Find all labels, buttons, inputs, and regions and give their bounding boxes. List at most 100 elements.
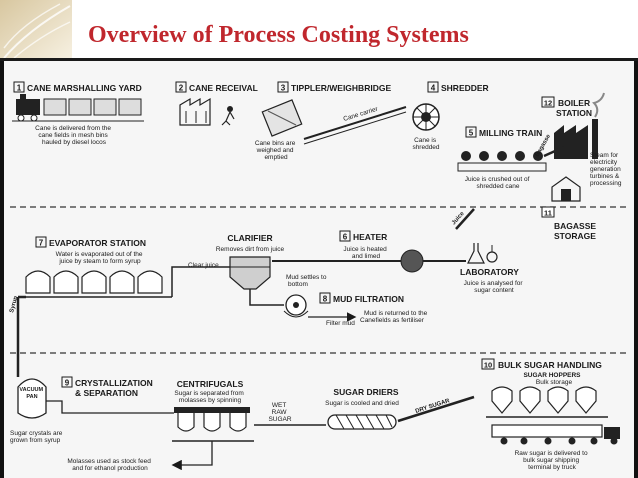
- step-6-number: 6: [343, 233, 348, 242]
- svg-text:Cane is shredded: Cane is shredded: [412, 137, 439, 151]
- step-9-label-2: & SEPARATION: [75, 388, 138, 398]
- dry-sugar-conveyor: [397, 395, 475, 423]
- step-1-label: CANE MARSHALLING YARD: [27, 83, 142, 93]
- step-3-desc-line-2: weighed and: [256, 147, 294, 154]
- step-1-desc-line-1: Cane is delivered from the: [35, 125, 111, 132]
- header-rule: [0, 58, 638, 61]
- step-8-number: 8: [323, 295, 328, 304]
- truck-icon: [491, 424, 620, 445]
- svg-text:Juice is crushed out of: Juice is crushed out of shredded cane: [465, 176, 532, 190]
- step-11-number: 11: [544, 209, 552, 218]
- step-10-sub: SUGAR HOPPERS: [523, 372, 581, 379]
- step-2-cane-receival: 2 CANE RECEIVAL: [175, 81, 258, 126]
- drier-drum-icon: [327, 414, 397, 430]
- flask-icon: [467, 243, 498, 264]
- svg-text:Cane bins are weighed an: Cane bins are weighed and emptied: [255, 140, 297, 161]
- cane-carrier-belt: [303, 106, 407, 140]
- tippler-icon: [261, 99, 303, 137]
- step-3-tippler-weighbridge: 3 TIPPLER/WEIGHBRIDGE Cane bins are weig…: [255, 81, 391, 161]
- step-1-desc-line-3: hauled by diesel locos: [42, 139, 107, 146]
- step-8-mud-filtration: 8 MUD FILTRATION Filter mud Mud is retur…: [283, 292, 428, 327]
- molasses-label: Molasses used as stock feed and for etha…: [67, 458, 152, 472]
- step-1-number: 1: [17, 84, 22, 93]
- step-6-desc-line-2: and limed: [352, 253, 381, 260]
- svg-text:VACUUM PAN: VACUUM PAN: [19, 387, 44, 400]
- worker-icon: [221, 106, 235, 126]
- step-12-desc-line-3: generation: [590, 166, 621, 173]
- step-4-number: 4: [431, 84, 436, 93]
- step-7-desc-line-2: juice by steam to form syrup: [58, 258, 141, 265]
- svg-text:Sugar is separated from: Sugar is separated from molasses by spin…: [174, 390, 245, 404]
- svg-text:Raw sugar is delivered to: Raw sugar is delivered to bulk sugar shi…: [515, 450, 590, 471]
- step-5-label: MILLING TRAIN: [479, 128, 542, 138]
- step-8-desc-line-2: Canefields as fertiliser: [360, 317, 425, 324]
- sugar-driers-label: SUGAR DRIERS: [333, 387, 399, 397]
- step-7-evaporator-station: 7 EVAPORATOR STATION Water is evaporated…: [22, 236, 172, 298]
- step-4-label: SHREDDER: [441, 83, 489, 93]
- juice-pipe: [455, 208, 475, 230]
- clarifier-tank-icon: [229, 256, 271, 290]
- slide-header: Overview of Process Costing Systems: [0, 0, 638, 60]
- step-11-label-2: STORAGE: [554, 231, 596, 241]
- sugar-crystals-line-1: Sugar crystals are: [10, 430, 63, 437]
- molasses-flow: [171, 441, 213, 471]
- vacuum-pan: VACUUM PAN Sugar crystals are grown from…: [10, 378, 63, 444]
- laboratory-label: LABORATORY: [460, 267, 519, 277]
- vacuum-pan-label-line-1: VACUUM: [19, 387, 43, 393]
- svg-text:Cane is delivered from the: Cane is delivered from the cane fields i…: [35, 125, 113, 146]
- step-5-milling-train: 5 MILLING TRAIN Juice is crushed out of …: [457, 126, 547, 190]
- step-10-desc: Bulk storage: [536, 379, 573, 386]
- step-10-label: BULK SUGAR HANDLING: [498, 360, 602, 370]
- step-9-number: 9: [65, 379, 70, 388]
- laboratory-desc-line-1: Juice is analysed for: [464, 280, 524, 287]
- locomotive-icon: [16, 94, 40, 122]
- filter-drum-icon: [283, 294, 309, 318]
- frame-right: [634, 61, 638, 478]
- vacuum-pan-label-line-2: PAN: [26, 394, 37, 400]
- mud-settles-line-1: Mud settles to: [286, 274, 327, 281]
- centrifugals-desc-line-1: Sugar is separated from: [174, 390, 243, 397]
- step-7-desc-line-1: Water is evaporated out of the: [56, 251, 143, 258]
- svg-text:Water is evaporated out of the: Water is evaporated out of the juice by …: [56, 251, 145, 265]
- centrifuge-baskets-icon: [172, 407, 254, 442]
- shredder-icon: [412, 103, 440, 131]
- laboratory: LABORATORY Juice is analysed for sugar c…: [460, 243, 524, 294]
- boiler-icon: [554, 92, 605, 159]
- clear-juice-label: Clear juice: [188, 262, 219, 269]
- sugar-driers: SUGAR DRIERS Sugar is cooled and dried: [325, 387, 399, 430]
- clarifier-desc: Removes dirt from juice: [216, 246, 285, 253]
- mud-settles-line-2: bottom: [288, 281, 308, 288]
- evaporator-vessels-icon: [22, 270, 172, 298]
- step-5-desc-line-2: shredded cane: [476, 183, 519, 190]
- step-10-bulk-sugar-handling: 10 BULK SUGAR HANDLING SUGAR HOPPERS Bul…: [481, 358, 620, 471]
- cane-bins-icon: [12, 98, 144, 122]
- step-5-number: 5: [469, 129, 474, 138]
- step-12-desc-line-4: turbines &: [590, 173, 620, 180]
- step-3-desc-line-3: emptied: [264, 154, 288, 161]
- truck-desc-line-3: terminal by truck: [528, 464, 576, 471]
- svg-text:Juice is heated and lime: Juice is heated and limed: [343, 246, 388, 260]
- sugar-crystals-line-2: grown from syrup: [10, 437, 61, 444]
- centrifugals-desc-line-2: molasses by spinning: [179, 397, 242, 404]
- step-4-desc-line-2: shredded: [412, 144, 439, 151]
- laboratory-desc-line-2: sugar content: [474, 287, 514, 294]
- step-11-bagasse-storage: 11 BAGASSE STORAGE: [541, 176, 596, 241]
- step-6-desc-line-1: Juice is heated: [343, 246, 387, 253]
- step-6-heater: 6 HEATER Juice is heated and limed: [339, 230, 424, 273]
- step-9-label: CRYSTALLIZATION: [75, 378, 153, 388]
- truck-desc-line-2: bulk sugar shipping: [523, 457, 579, 464]
- step-12-desc-line-2: electricity: [590, 159, 618, 166]
- centrifugals-label: CENTRIFUGALS: [177, 379, 244, 389]
- truck-desc-line-1: Raw sugar is delivered to: [515, 450, 588, 457]
- storage-shed-icon: [551, 176, 581, 202]
- filter-mud-label: Filter mud: [326, 320, 355, 327]
- step-8-label: MUD FILTRATION: [333, 294, 404, 304]
- step-11-label: BAGASSE: [554, 221, 596, 231]
- step-6-label: HEATER: [353, 232, 387, 242]
- step-4-shredder: 4 SHREDDER Cane is shredded: [412, 81, 489, 151]
- step-1-desc-line-2: cane fields in mesh bins: [38, 132, 108, 139]
- process-flow-diagram: 1 CANE MARSHALLING YARD Cane is delivere…: [4, 61, 634, 478]
- step-12-label-2: STATION: [556, 108, 592, 118]
- step-3-desc-line-1: Cane bins are: [255, 140, 296, 147]
- slide-title: Overview of Process Costing Systems: [88, 22, 469, 48]
